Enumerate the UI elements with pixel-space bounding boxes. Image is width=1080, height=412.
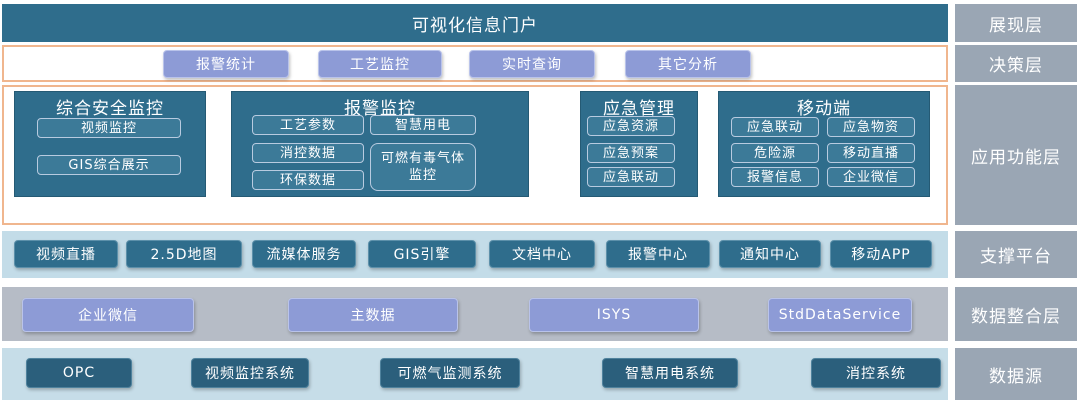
portal-title: 可视化信息门户: [412, 15, 538, 36]
app-item: 报警信息: [731, 167, 819, 187]
layer-label-application: 应用功能层: [955, 85, 1077, 225]
app-item: 移动直播: [827, 143, 915, 163]
app-item: 企业微信: [827, 167, 915, 187]
group-title: 应急管理: [603, 99, 675, 119]
app-item: 应急预案: [587, 143, 675, 163]
layer-label-integration: 数据整合层: [955, 287, 1077, 341]
support-item: 视频直播: [14, 240, 118, 268]
integration-item: 企业微信: [22, 298, 194, 332]
support-item: 2.5D地图: [126, 240, 242, 268]
group-alarm-monitoring: 报警监控 工艺参数 智慧用电 消控数据 可燃有毒气体监控 环保数据: [231, 91, 529, 197]
support-item: 流媒体服务: [252, 240, 356, 268]
support-item: 文档中心: [489, 240, 595, 268]
app-item: 环保数据: [252, 170, 364, 190]
support-item: 报警中心: [606, 240, 710, 268]
support-item: 移动APP: [830, 240, 932, 268]
app-item: 应急联动: [587, 167, 675, 187]
app-item: 智慧用电: [370, 115, 476, 135]
integration-item: StdDataService: [768, 298, 912, 332]
group-emergency-management: 应急管理 应急资源 应急预案 应急联动: [580, 91, 698, 197]
layer-label-support: 支撑平台: [955, 231, 1077, 278]
app-item: 应急资源: [587, 116, 675, 136]
app-item: 可燃有毒气体监控: [370, 143, 476, 191]
integration-item: 主数据: [288, 298, 458, 332]
source-item: 视频监控系统: [191, 358, 309, 388]
group-title: 移动端: [797, 99, 851, 119]
layer-label-decision: 决策层: [955, 45, 1077, 82]
source-item: 消控系统: [811, 358, 941, 388]
support-item: 通知中心: [719, 240, 821, 268]
decision-item: 其它分析: [625, 50, 751, 78]
app-item: 应急物资: [827, 117, 915, 137]
app-item: 视频监控: [37, 118, 181, 138]
layer-label-source: 数据源: [955, 348, 1077, 400]
group-safety-monitoring: 综合安全监控 视频监控 GIS综合展示: [14, 91, 206, 197]
app-item: 消控数据: [252, 143, 364, 163]
group-title: 综合安全监控: [56, 99, 164, 119]
integration-item: ISYS: [529, 298, 699, 332]
group-mobile: 移动端 应急联动 应急物资 危险源 移动直播 报警信息 企业微信: [718, 91, 930, 197]
layer-label-presentation: 展现层: [955, 4, 1077, 42]
presentation-bar: 可视化信息门户: [2, 4, 948, 42]
source-item: 可燃气监测系统: [380, 358, 520, 388]
app-item: 工艺参数: [252, 115, 364, 135]
decision-item: 报警统计: [163, 50, 289, 78]
decision-item: 工艺监控: [318, 50, 442, 78]
decision-item: 实时查询: [469, 50, 595, 78]
source-item: 智慧用电系统: [602, 358, 738, 388]
app-item: 应急联动: [731, 117, 819, 137]
source-item: OPC: [26, 358, 132, 388]
app-item: 危险源: [731, 143, 819, 163]
support-item: GIS引擎: [368, 240, 476, 268]
group-title: 报警监控: [344, 99, 416, 119]
app-item: GIS综合展示: [37, 155, 181, 175]
